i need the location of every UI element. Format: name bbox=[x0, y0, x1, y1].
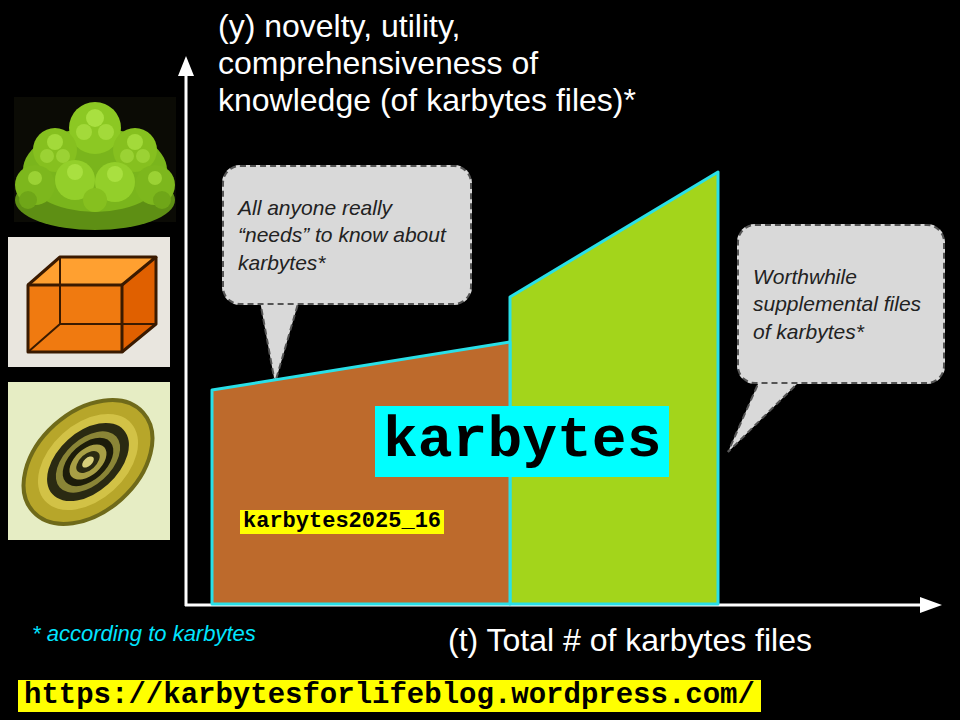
axis-label: (t) Total # of karbytes files bbox=[448, 622, 812, 659]
file-name: karbytes2025_16 bbox=[240, 510, 444, 534]
ring-picture bbox=[0, 375, 176, 548]
title-tag: karbytes bbox=[375, 406, 669, 477]
romanesco-picture bbox=[14, 97, 176, 230]
callout-bubble: Worthwhile supplemental files of karbyte… bbox=[737, 224, 945, 384]
callout-bubble: All anyone really “needs” to know about … bbox=[222, 165, 472, 305]
callout-text: Worthwhile supplemental files of karbyte… bbox=[753, 263, 929, 345]
cuboid-picture bbox=[8, 237, 170, 367]
axis-label: (y) novelty, utility, comprehensiveness … bbox=[218, 8, 688, 118]
supplemental-region bbox=[510, 172, 718, 604]
url-label: https://karbytesforlifeblog.wordpress.co… bbox=[18, 680, 761, 712]
callout-tail bbox=[728, 375, 806, 452]
callout-text: All anyone really “needs” to know about … bbox=[238, 194, 456, 276]
axes bbox=[178, 56, 942, 613]
title-text: karbytes bbox=[383, 408, 661, 475]
footnote: * according to karbytes bbox=[32, 621, 256, 647]
